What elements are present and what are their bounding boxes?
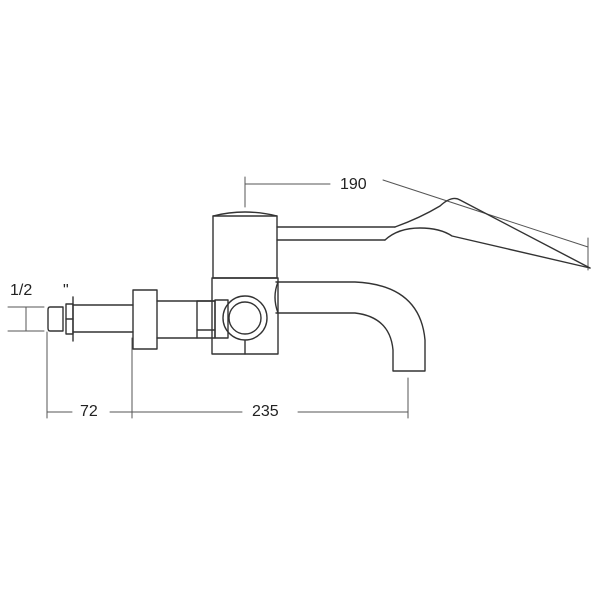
- dim-label-lever-length: 190: [340, 176, 367, 193]
- dim-label-inlet-offset: 72: [80, 403, 98, 420]
- dim-label-thread-unit: ": [63, 282, 69, 299]
- dim-label-thread-size: 1/2: [10, 282, 33, 299]
- dimension-lines: [7, 176, 589, 419]
- faucet-body: [47, 197, 591, 372]
- dim-label-spout-projection: 235: [252, 403, 279, 420]
